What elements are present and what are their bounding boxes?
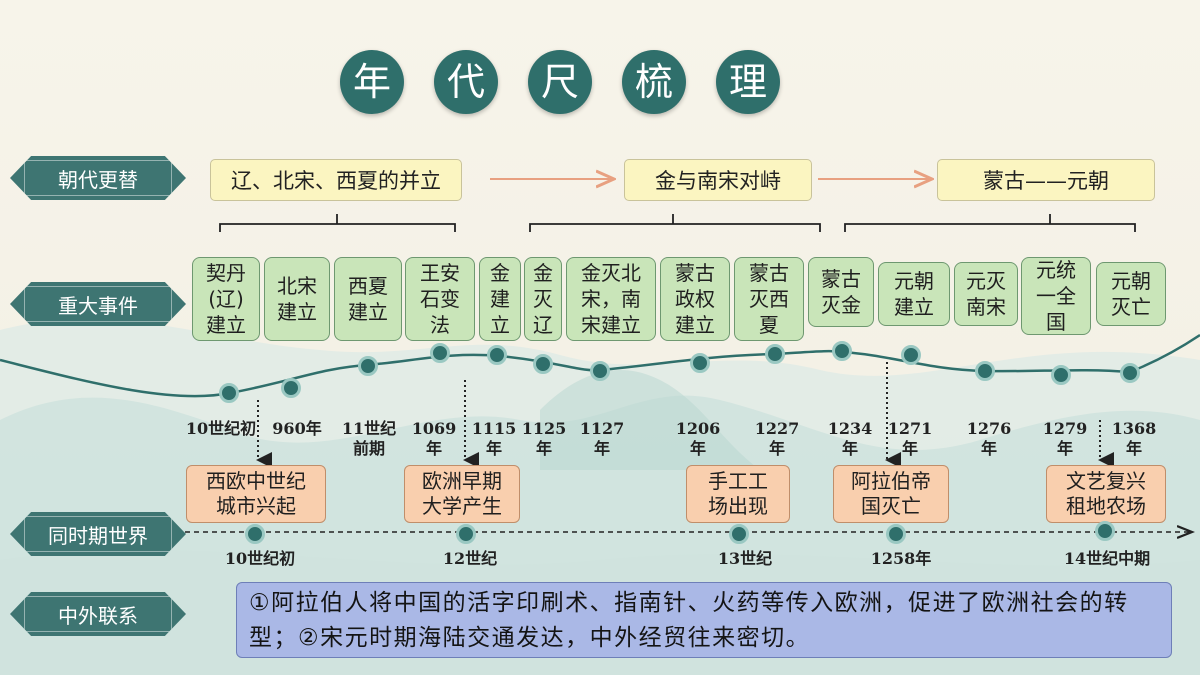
year-label: 1125 年 bbox=[521, 419, 567, 458]
timeline-dot bbox=[832, 341, 852, 361]
title-char: 梳 bbox=[622, 50, 686, 114]
event-box: 金灭北 宋，南 宋建立 bbox=[566, 257, 656, 341]
world-event-box: 文艺复兴 租地农场 bbox=[1046, 465, 1166, 523]
exchange-summary: ①阿拉伯人将中国的活字印刷术、指南针、火药等传入欧洲，促进了欧洲社会的转型；②宋… bbox=[236, 582, 1172, 658]
event-box: 蒙古 灭西 夏 bbox=[734, 257, 804, 341]
world-event-box: 手工工 场出现 bbox=[686, 465, 790, 523]
year-label: 960年 bbox=[272, 419, 322, 438]
year-label: 1069 年 bbox=[411, 419, 457, 458]
timeline-dot bbox=[487, 345, 507, 365]
timeline-dot bbox=[729, 524, 749, 544]
year-label: 1127 年 bbox=[579, 419, 625, 458]
timeline-dot bbox=[765, 344, 785, 364]
event-box: 元统 一全 国 bbox=[1021, 257, 1091, 335]
world-time-label: 13世纪 bbox=[717, 549, 773, 568]
timeline-dot bbox=[1095, 521, 1115, 541]
title-char: 代 bbox=[434, 50, 498, 114]
timeline-dot bbox=[358, 356, 378, 376]
year-label: 10世纪初 bbox=[185, 419, 257, 438]
event-box: 元灭 南宋 bbox=[954, 262, 1018, 326]
event-box: 契丹 (辽) 建立 bbox=[192, 257, 260, 341]
year-label: 1115 年 bbox=[471, 419, 517, 458]
event-box: 金 建 立 bbox=[479, 257, 521, 341]
world-time-label: 14世纪中期 bbox=[1063, 549, 1151, 568]
world-event-box: 欧洲早期 大学产生 bbox=[404, 465, 520, 523]
world-time-label: 10世纪初 bbox=[224, 549, 296, 568]
year-label: 1276 年 bbox=[966, 419, 1012, 458]
world-event-box: 西欧中世纪 城市兴起 bbox=[186, 465, 326, 523]
timeline-dot bbox=[281, 378, 301, 398]
timeline-dot bbox=[901, 345, 921, 365]
event-box: 金 灭 辽 bbox=[524, 257, 562, 341]
event-box: 蒙古 灭金 bbox=[808, 257, 874, 327]
timeline-dot bbox=[430, 343, 450, 363]
event-box: 王安 石变 法 bbox=[405, 257, 475, 341]
year-label: 1271 年 bbox=[887, 419, 933, 458]
title-char: 年 bbox=[340, 50, 404, 114]
timeline-dot bbox=[590, 361, 610, 381]
world-event-box: 阿拉伯帝 国灭亡 bbox=[833, 465, 949, 523]
world-time-label: 12世纪 bbox=[442, 549, 498, 568]
timeline-dot bbox=[456, 524, 476, 544]
title-char: 理 bbox=[716, 50, 780, 114]
timeline-dot bbox=[533, 354, 553, 374]
timeline-dot bbox=[245, 524, 265, 544]
year-label: 1279 年 bbox=[1042, 419, 1088, 458]
event-box: 蒙古 政权 建立 bbox=[660, 257, 730, 341]
event-box: 元朝 建立 bbox=[878, 262, 950, 326]
dynasty-box: 蒙古——元朝 bbox=[937, 159, 1155, 201]
row-label-dynasty: 朝代更替 bbox=[10, 156, 186, 200]
timeline-dot bbox=[975, 361, 995, 381]
timeline-dot bbox=[219, 383, 239, 403]
event-box: 北宋 建立 bbox=[264, 257, 330, 341]
event-box: 元朝 灭亡 bbox=[1096, 262, 1166, 326]
row-label-exchange: 中外联系 bbox=[10, 592, 186, 636]
timeline-dot bbox=[1051, 365, 1071, 385]
year-label: 11世纪 前期 bbox=[341, 419, 397, 458]
year-label: 1368 年 bbox=[1111, 419, 1157, 458]
dynasty-box: 金与南宋对峙 bbox=[624, 159, 812, 201]
world-time-label: 1258年 bbox=[870, 549, 932, 568]
timeline-dot bbox=[690, 353, 710, 373]
event-box: 西夏 建立 bbox=[334, 257, 402, 341]
timeline-dot bbox=[1120, 363, 1140, 383]
row-label-events: 重大事件 bbox=[10, 282, 186, 326]
year-label: 1227 年 bbox=[754, 419, 800, 458]
year-label: 1206 年 bbox=[675, 419, 721, 458]
row-label-world: 同时期世界 bbox=[10, 512, 186, 556]
timeline-dot bbox=[886, 524, 906, 544]
year-label: 1234 年 bbox=[827, 419, 873, 458]
title-char: 尺 bbox=[528, 50, 592, 114]
dynasty-box: 辽、北宋、西夏的并立 bbox=[210, 159, 462, 201]
